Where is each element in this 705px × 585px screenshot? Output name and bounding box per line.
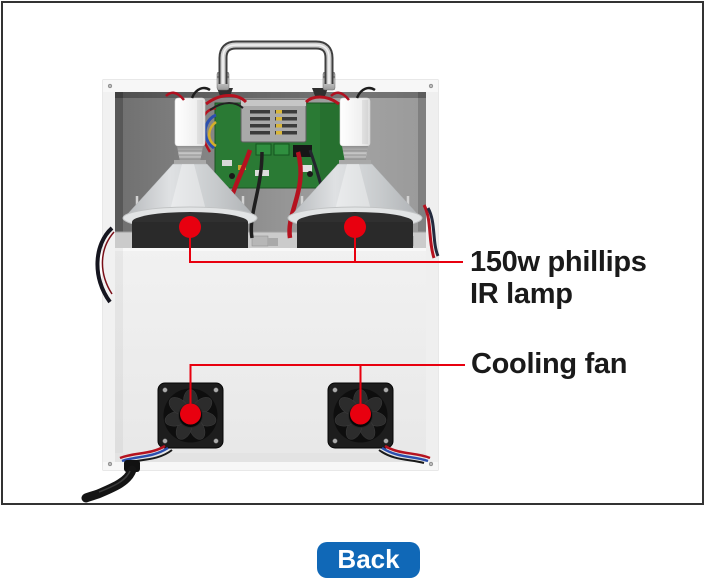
back-button[interactable]: Back [317,542,420,578]
lamp-annotation-label: 150w phillips IR lamp [470,246,647,310]
lamp-annotation-line1: 150w phillips [470,246,647,278]
lamp-annotation-line2: IR lamp [470,278,573,310]
fan-annotation-label: Cooling fan [471,348,628,380]
